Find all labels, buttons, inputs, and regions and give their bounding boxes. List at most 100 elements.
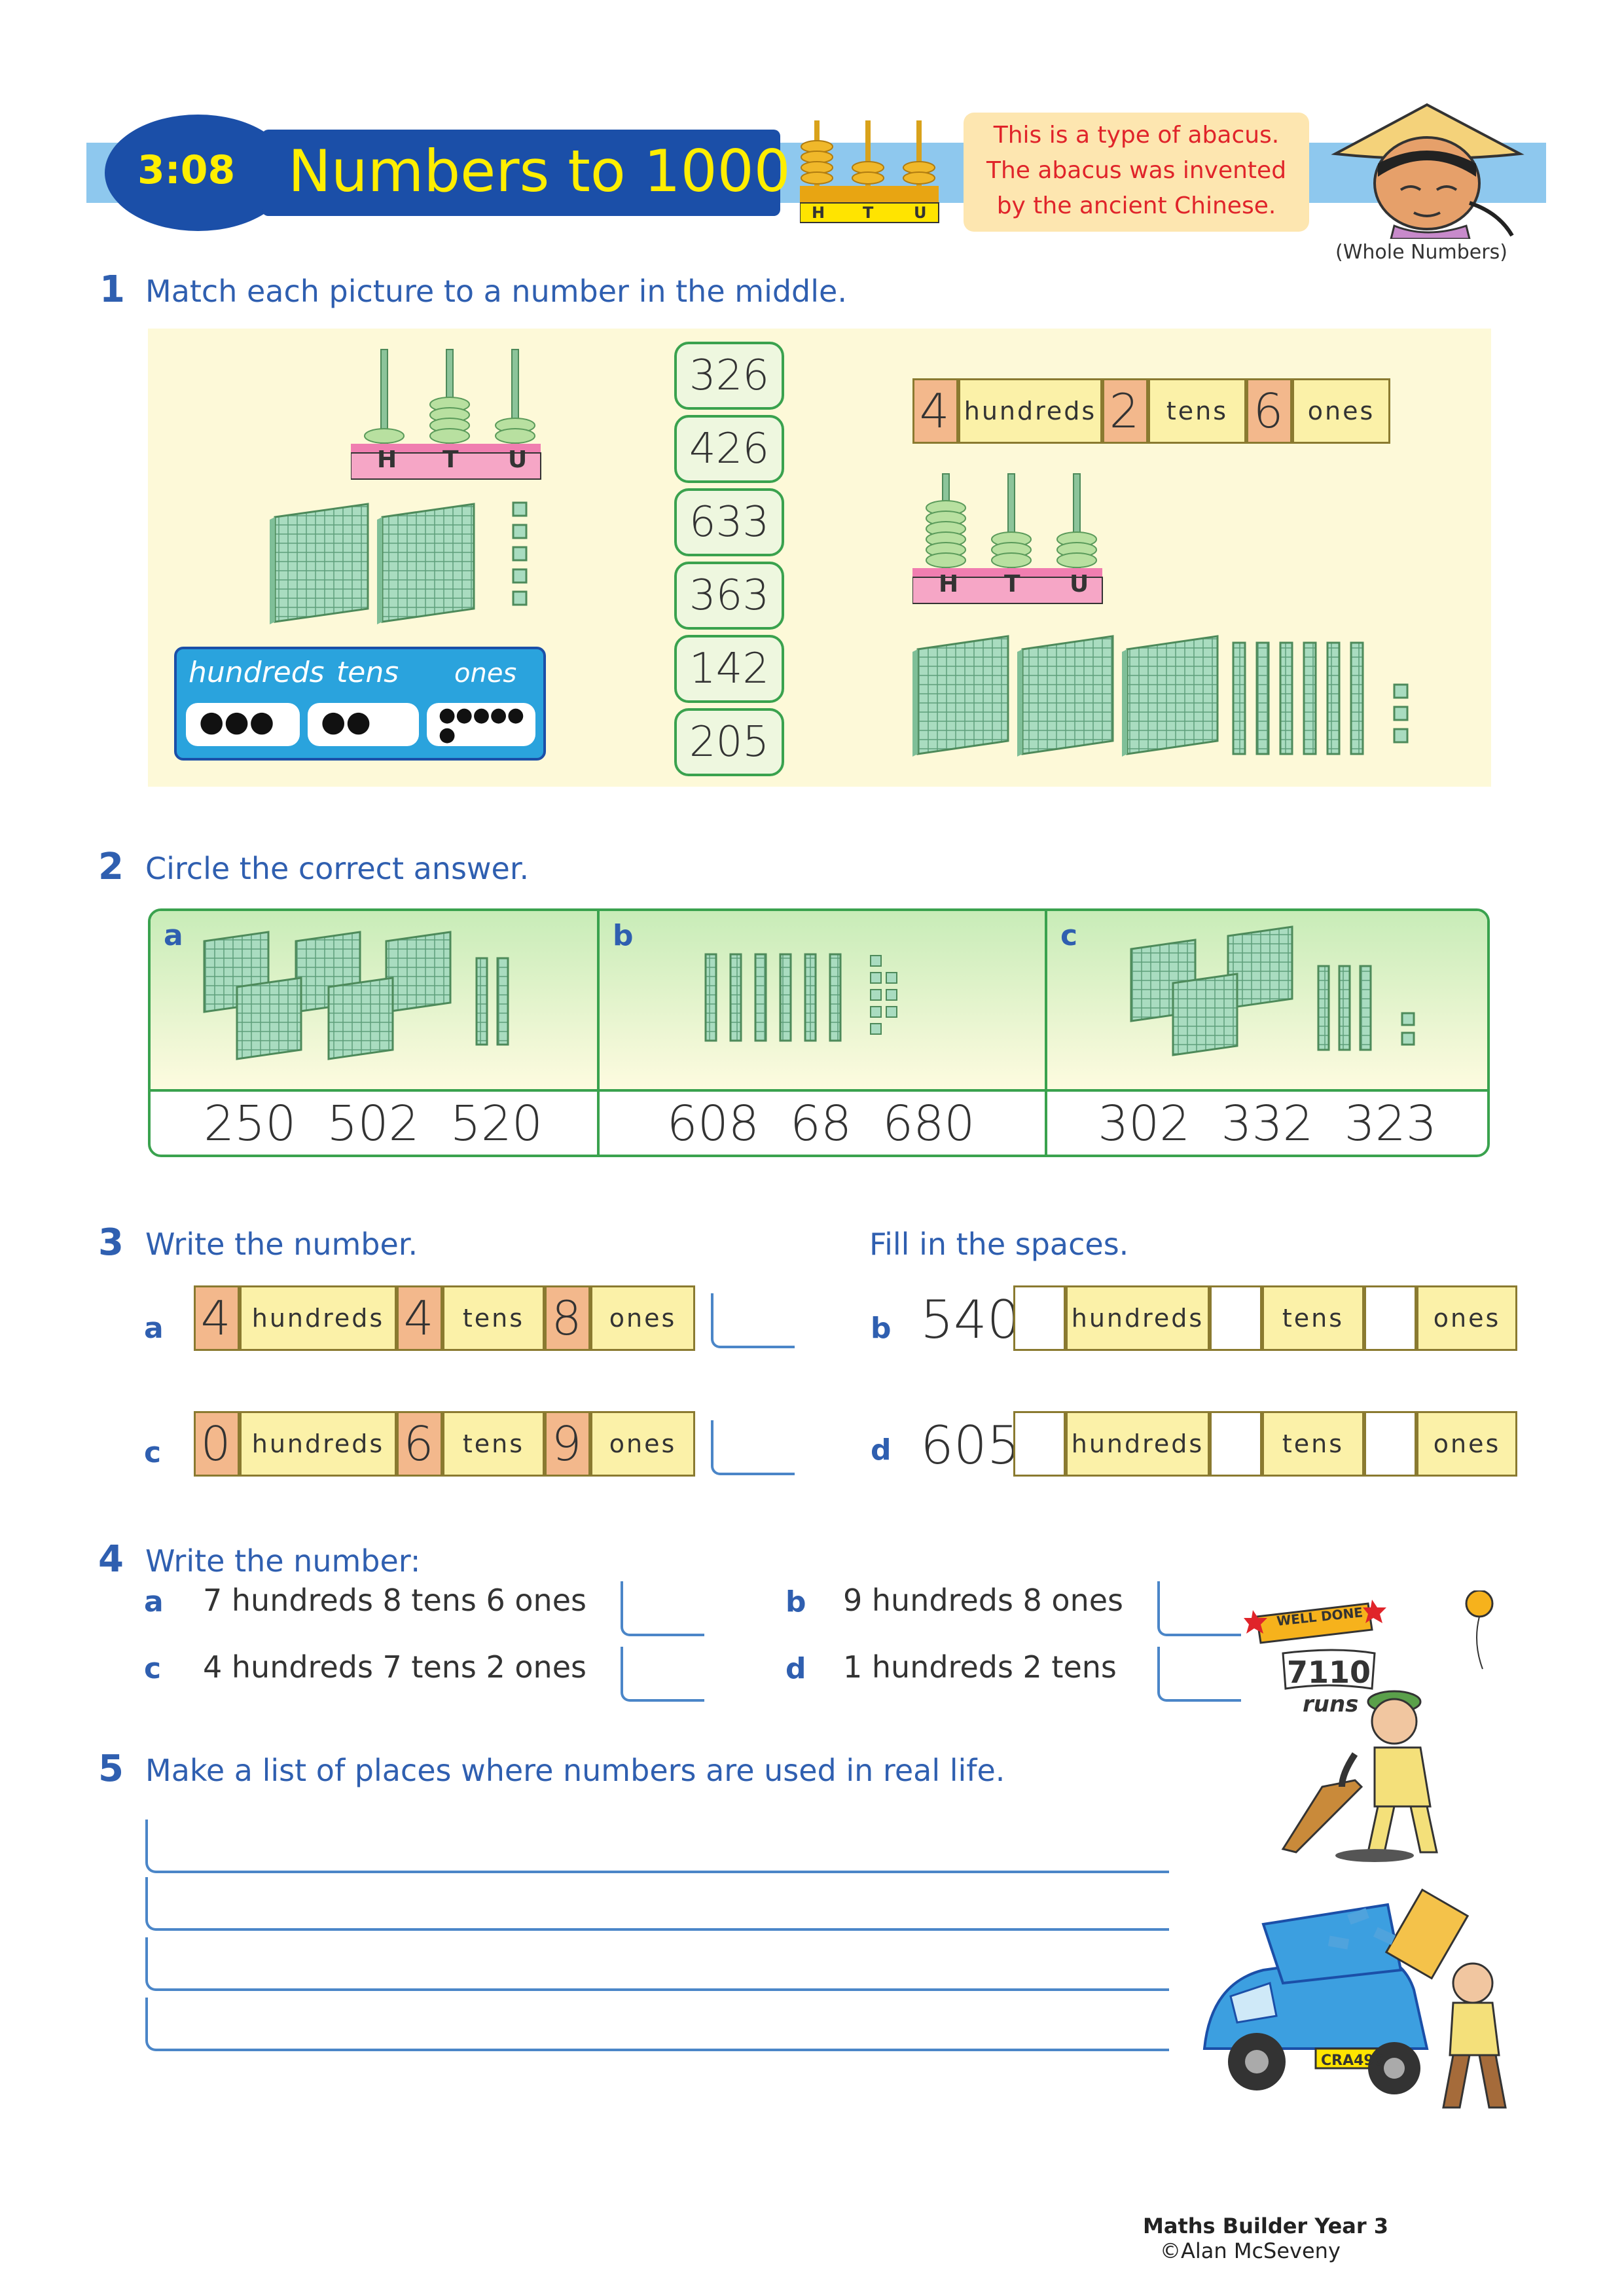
q1-abacus-2-label-u: U bbox=[1070, 571, 1089, 598]
q1-strip-ones-label: ones bbox=[1292, 378, 1390, 444]
q4a-text: 7 hundreds 8 tens 6 ones bbox=[203, 1583, 586, 1618]
q3d-place-value-strip: hundreds tens ones bbox=[1013, 1411, 1517, 1477]
q1-strip-ones-digit: 6 bbox=[1246, 378, 1292, 444]
dot-box-ones: ●●●●●● bbox=[427, 703, 535, 746]
q2b-choices[interactable]: 608 68 680 bbox=[666, 1096, 975, 1152]
q2-instruction: Circle the correct answer. bbox=[145, 851, 530, 886]
q1-number-option-363[interactable]: 363 bbox=[674, 562, 784, 630]
q1-dot-card: hundreds tens ones ●●● ●● ●●●●●● bbox=[174, 647, 546, 761]
cricketer-cartoon bbox=[1244, 1590, 1494, 1862]
q5-answer-line-3[interactable] bbox=[145, 1937, 1169, 1991]
chinese-boy-illustration bbox=[1331, 103, 1525, 239]
q4c-label: c bbox=[144, 1652, 162, 1685]
q3c-tens-label: tens bbox=[442, 1411, 545, 1477]
q4-instruction: Write the number: bbox=[145, 1543, 421, 1579]
q3c-answer-box[interactable] bbox=[711, 1420, 795, 1475]
cricket-sign-score: 7110 bbox=[1287, 1655, 1371, 1690]
q3a-answer-box[interactable] bbox=[711, 1293, 795, 1348]
q1-number: 1 bbox=[99, 268, 125, 311]
q1-abacus-1-label-u: U bbox=[508, 446, 528, 473]
q1-number-option-205[interactable]: 205 bbox=[674, 708, 784, 776]
q1-number-option-633[interactable]: 633 bbox=[674, 488, 784, 556]
q3b-place-value-strip: hundreds tens ones bbox=[1013, 1285, 1517, 1351]
q3c-ones-digit: 9 bbox=[545, 1411, 590, 1477]
header-abacus-illustration bbox=[800, 120, 939, 223]
q5-answer-line-4[interactable] bbox=[145, 1998, 1169, 2051]
q3b-ones-blank[interactable] bbox=[1364, 1285, 1416, 1351]
q1-instruction: Match each picture to a number in the mi… bbox=[145, 274, 847, 309]
q5-number: 5 bbox=[98, 1748, 124, 1790]
dot-box-tens: ●● bbox=[308, 703, 419, 746]
footer-book-title: Maths Builder Year 3 bbox=[1143, 2214, 1389, 2238]
q4d-answer-box[interactable] bbox=[1157, 1647, 1241, 1702]
q3d-value: 605 bbox=[920, 1415, 1020, 1476]
q1-base-ten-blocks-2 bbox=[912, 635, 1409, 757]
dot-card-label-ones: ones bbox=[454, 658, 517, 689]
q1-strip-hundreds-digit: 4 bbox=[912, 378, 958, 444]
q3-instruction-right: Fill in the spaces. bbox=[869, 1227, 1129, 1262]
q5-answer-line-2[interactable] bbox=[145, 1877, 1169, 1931]
q2-b-label: b bbox=[613, 919, 634, 952]
lesson-number: 3:08 bbox=[137, 147, 236, 193]
q3b-hundreds-label: hundreds bbox=[1066, 1285, 1210, 1351]
q3b-ones-label: ones bbox=[1416, 1285, 1517, 1351]
q3d-tens-label: tens bbox=[1262, 1411, 1364, 1477]
title-box bbox=[262, 130, 780, 216]
q3d-hundreds-label: hundreds bbox=[1066, 1411, 1210, 1477]
q1-number-option-426[interactable]: 426 bbox=[674, 415, 784, 483]
q3d-tens-blank[interactable] bbox=[1210, 1411, 1262, 1477]
q3b-value: 540 bbox=[920, 1289, 1020, 1350]
car-number-plate: CRA498 bbox=[1321, 2053, 1384, 2069]
q4b-text: 9 hundreds 8 ones bbox=[843, 1583, 1123, 1618]
q3a-hundreds-label: hundreds bbox=[240, 1285, 397, 1351]
q2c-base-ten-blocks bbox=[1130, 925, 1415, 1056]
dot-card-label-tens: tens bbox=[336, 656, 399, 689]
q1-strip-tens-label: tens bbox=[1148, 378, 1246, 444]
fact-line-1: This is a type of abacus. bbox=[993, 122, 1280, 149]
q1-base-ten-blocks-1 bbox=[270, 501, 528, 624]
q2a-choices[interactable]: 250 502 520 bbox=[204, 1096, 543, 1152]
cricket-sign-runs: runs bbox=[1303, 1691, 1359, 1717]
footer-author: ©Alan McSeveny bbox=[1160, 2238, 1341, 2263]
q3d-hundreds-blank[interactable] bbox=[1013, 1411, 1066, 1477]
q1-abacus-1-label-h: H bbox=[377, 446, 397, 473]
q2-number: 2 bbox=[98, 846, 124, 888]
q5-answer-line-1[interactable] bbox=[145, 1820, 1169, 1873]
q3b-tens-label: tens bbox=[1262, 1285, 1364, 1351]
q2-a-label: a bbox=[164, 919, 183, 952]
q3d-ones-blank[interactable] bbox=[1364, 1411, 1416, 1477]
dot-box-hundreds: ●●● bbox=[186, 703, 300, 746]
q4c-answer-box[interactable] bbox=[621, 1647, 704, 1702]
q1-place-value-strip: 4 hundreds 2 tens 6 ones bbox=[912, 378, 1390, 444]
q3-number: 3 bbox=[98, 1221, 124, 1264]
fact-line-3: by the ancient Chinese. bbox=[996, 192, 1276, 219]
q4a-answer-box[interactable] bbox=[621, 1581, 704, 1636]
q2-row-divider bbox=[151, 1089, 1487, 1092]
q1-strip-hundreds-label: hundreds bbox=[958, 378, 1102, 444]
q3a-tens-label: tens bbox=[442, 1285, 545, 1351]
q4b-label: b bbox=[785, 1585, 806, 1619]
q3b-hundreds-blank[interactable] bbox=[1013, 1285, 1066, 1351]
q3d-ones-label: ones bbox=[1416, 1411, 1517, 1477]
car-money-cartoon bbox=[1202, 1888, 1507, 2109]
q3a-place-value-strip: 4 hundreds 4 tens 8 ones bbox=[194, 1285, 695, 1351]
q3a-label: a bbox=[144, 1312, 164, 1345]
q3c-label: c bbox=[144, 1436, 162, 1469]
q3c-tens-digit: 6 bbox=[397, 1411, 442, 1477]
q1-abacus-1-label-t: T bbox=[442, 446, 459, 473]
q3b-label: b bbox=[871, 1312, 892, 1345]
q3a-ones-digit: 8 bbox=[545, 1285, 590, 1351]
q3b-tens-blank[interactable] bbox=[1210, 1285, 1262, 1351]
q4-number: 4 bbox=[98, 1538, 124, 1581]
q2-col-divider-2 bbox=[1045, 911, 1047, 1155]
q4a-label: a bbox=[144, 1585, 164, 1619]
q3c-hundreds-digit: 0 bbox=[194, 1411, 240, 1477]
q1-number-option-326[interactable]: 326 bbox=[674, 342, 784, 410]
q2c-choices[interactable]: 302 332 323 bbox=[1098, 1096, 1437, 1152]
q1-number-option-142[interactable]: 142 bbox=[674, 635, 784, 703]
q4b-answer-box[interactable] bbox=[1157, 1581, 1241, 1636]
q2a-base-ten-blocks bbox=[203, 931, 509, 1060]
q3c-place-value-strip: 0 hundreds 6 tens 9 ones bbox=[194, 1411, 695, 1477]
q1-abacus-1 bbox=[351, 349, 541, 480]
header-abacus-label-u: U bbox=[914, 204, 927, 222]
